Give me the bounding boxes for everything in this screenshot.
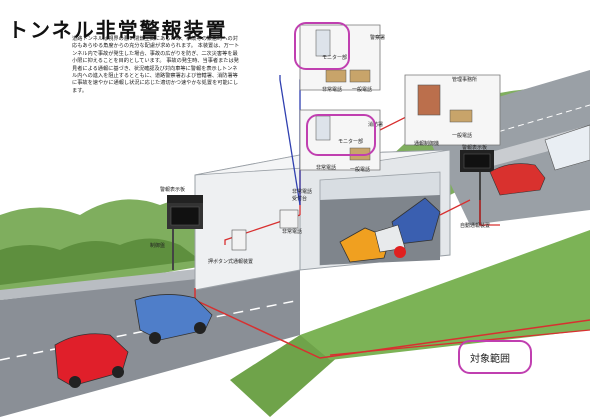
management-general-phone-label: 一般電話	[452, 133, 473, 139]
target-area-label: 対象範囲	[470, 354, 510, 365]
car-red	[54, 333, 129, 388]
emergency-phone-left-label: 非常電話	[282, 229, 303, 235]
police-monitor-unit	[315, 29, 331, 57]
fire-general-phone-label: 一般電話	[350, 167, 371, 173]
police-emergency-phone-label: 非常電話	[322, 87, 343, 93]
fire-marker	[394, 246, 406, 258]
emergency-phone-center-label: 非常電話 受付台	[292, 189, 313, 202]
truck-white	[544, 124, 590, 171]
fire-monitor-callout	[306, 114, 376, 156]
control-right-label: 自動通報装置	[460, 223, 491, 229]
police-general-phone-label: 一般電話	[352, 87, 373, 93]
description-text: 道路トンネルは視界の悪い閉鎖空間にあるため、事故等の緊急時への対応もあらゆる角度…	[72, 36, 240, 94]
police-monitor-callout	[294, 22, 350, 70]
target-area-outline	[194, 288, 590, 359]
page-title: トンネル非常警報装置	[8, 18, 228, 42]
fire-monitor-unit	[315, 115, 331, 141]
wire-red-left	[224, 214, 301, 245]
trees-left	[0, 238, 200, 285]
target-area-callout	[458, 340, 532, 374]
fire-emergency-phone-label: 非常電話	[316, 165, 337, 171]
car-blue	[134, 294, 213, 344]
warning-board-left	[167, 195, 203, 203]
police-monitor-label: モニター部	[322, 55, 348, 61]
management-label: 管理事務所	[452, 77, 478, 83]
emergency-phone-box	[231, 229, 247, 251]
control-panel-label: 制御盤	[150, 243, 166, 249]
push-button-label: 押ボタン式通報装置	[208, 259, 254, 265]
control-cabinet	[417, 84, 441, 116]
command-control-label: 通報制御機	[414, 141, 440, 147]
car-red-right	[489, 163, 546, 196]
warning-board-left-label: 警報表示板	[160, 187, 186, 193]
fire-monitor-label: モニター部	[338, 139, 364, 145]
warning-board-right-label: 警報表示板	[462, 145, 488, 151]
police-label: 警察署	[370, 35, 386, 41]
grass-foreground	[230, 335, 340, 417]
